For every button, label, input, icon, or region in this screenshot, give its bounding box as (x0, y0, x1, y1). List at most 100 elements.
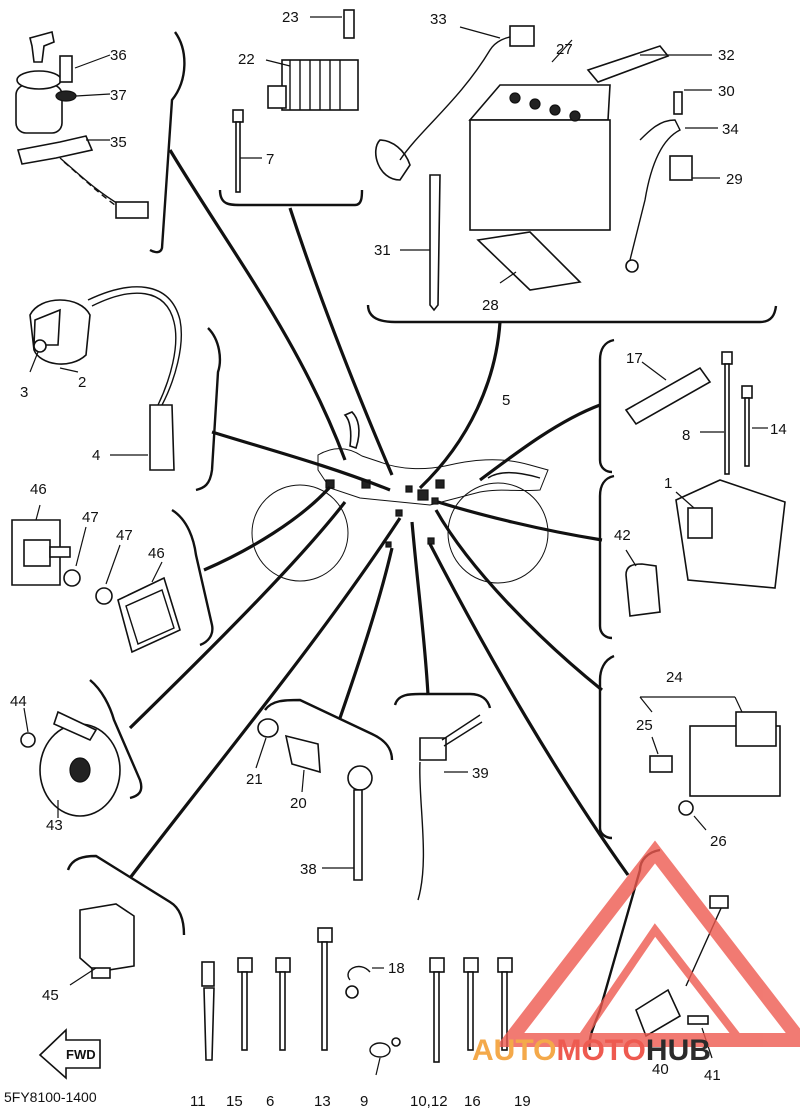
battery-terminal-nut (669, 155, 693, 181)
neutral-switch-assembly (255, 718, 373, 881)
watermark-part-2: MOTO (556, 1034, 645, 1067)
rubber-sleeve-and-ties (624, 351, 768, 475)
screw-icon (33, 339, 47, 353)
battery-cover-sheet (476, 231, 582, 291)
callout-11: 11 (190, 1093, 206, 1110)
fwd-arrow: FWD (38, 1028, 101, 1080)
callout-14: 14 (770, 421, 787, 438)
cable-ties-row (201, 927, 513, 1076)
drawing-code: 5FY8100-1400 (4, 1089, 97, 1105)
callout-46-rear: 46 (148, 545, 165, 562)
callout-27: 27 (556, 41, 573, 58)
rubber-sleeve (624, 366, 712, 426)
callout-34: 34 (722, 121, 739, 138)
callout-23: 23 (282, 9, 299, 26)
callout-37: 37 (110, 87, 127, 104)
callout-47-rear: 47 (116, 527, 133, 544)
cable-tie (241, 971, 248, 1051)
cable-tie-head (232, 109, 244, 123)
callout-2: 2 (78, 374, 86, 391)
callout-1: 1 (664, 475, 672, 492)
connector-icon (509, 25, 535, 47)
cable-tie (203, 987, 215, 1061)
fwd-label: FWD (66, 1047, 96, 1062)
connector-icon (115, 201, 149, 219)
callout-10-12: 10,12 (410, 1093, 448, 1110)
nut-icon (63, 569, 81, 587)
bolt-icon (59, 55, 73, 83)
key-icon (29, 31, 55, 63)
cable-tie-head (317, 927, 333, 943)
watermark-text: AUTOMOTOHUB (472, 1034, 711, 1067)
body-marker (427, 537, 435, 545)
forward-arrow-icon (38, 1028, 101, 1080)
watermark-logo (495, 840, 800, 1047)
callout-42: 42 (614, 527, 631, 544)
callout-21: 21 (246, 771, 263, 788)
cdi-unit (675, 479, 786, 589)
callout-9: 9 (360, 1093, 368, 1110)
reflector-assembly (11, 504, 181, 654)
sensor-lead (353, 789, 363, 881)
callout-46-front: 46 (30, 481, 47, 498)
callout-24: 24 (666, 669, 683, 686)
relay-45-assembly (69, 903, 135, 986)
reflector-rear (117, 576, 181, 654)
regulator-connector (267, 85, 287, 109)
callout-33: 33 (430, 11, 447, 28)
spark-plug-cap (149, 404, 175, 471)
body-marker (431, 497, 439, 505)
callout-29: 29 (726, 171, 743, 188)
watermark-part-3: HUB (646, 1034, 711, 1067)
rectifier-regulator-assembly (232, 9, 359, 193)
sidestand-switch (419, 737, 447, 761)
battery-assembly (375, 25, 720, 312)
body-marker (385, 541, 392, 548)
callout-5: 5 (502, 392, 510, 409)
cdi-unit-assembly (625, 479, 786, 617)
sidestand-switch-assembly (417, 714, 483, 901)
body-marker (325, 479, 335, 489)
cable-tie (279, 971, 286, 1051)
cable-tie-head (463, 957, 479, 973)
body-marker (435, 479, 445, 489)
callout-32: 32 (718, 47, 735, 64)
sensor-40 (635, 988, 682, 1038)
cable-tie (744, 397, 750, 467)
callout-38: 38 (300, 861, 317, 878)
nut-icon (95, 587, 113, 605)
callout-13: 13 (314, 1093, 331, 1110)
relay-45 (79, 903, 135, 973)
callout-18: 18 (388, 960, 405, 977)
cable-tie-head (741, 385, 753, 399)
callout-31: 31 (374, 242, 391, 259)
callout-30: 30 (718, 83, 735, 100)
cable-tie (467, 971, 474, 1051)
callout-35: 35 (110, 134, 127, 151)
washer-icon (55, 90, 77, 102)
starter-relay-assembly (639, 696, 781, 831)
callout-17: 17 (626, 350, 643, 367)
battery (469, 119, 611, 231)
bolt-icon (343, 9, 355, 39)
callout-22: 22 (238, 51, 255, 68)
callout-43: 43 (46, 817, 63, 834)
callout-36: 36 (110, 47, 127, 64)
neutral-switch (284, 734, 321, 774)
cable-tie (724, 363, 730, 475)
relay-42 (625, 563, 661, 617)
callout-6: 6 (266, 1093, 274, 1110)
horn-assembly (20, 707, 121, 818)
band-clamp (201, 961, 215, 987)
group-brackets (66, 31, 778, 1051)
callout-26: 26 (710, 833, 727, 850)
bolt-icon (20, 732, 36, 748)
body-marker (405, 485, 413, 493)
main-switch-body (15, 84, 63, 134)
callout-19: 19 (514, 1093, 531, 1110)
cable-tie-head (721, 351, 733, 365)
cable-tie (501, 971, 508, 1051)
fuse-icon (649, 755, 673, 773)
watermark-part-1: AUTO (472, 1034, 556, 1067)
